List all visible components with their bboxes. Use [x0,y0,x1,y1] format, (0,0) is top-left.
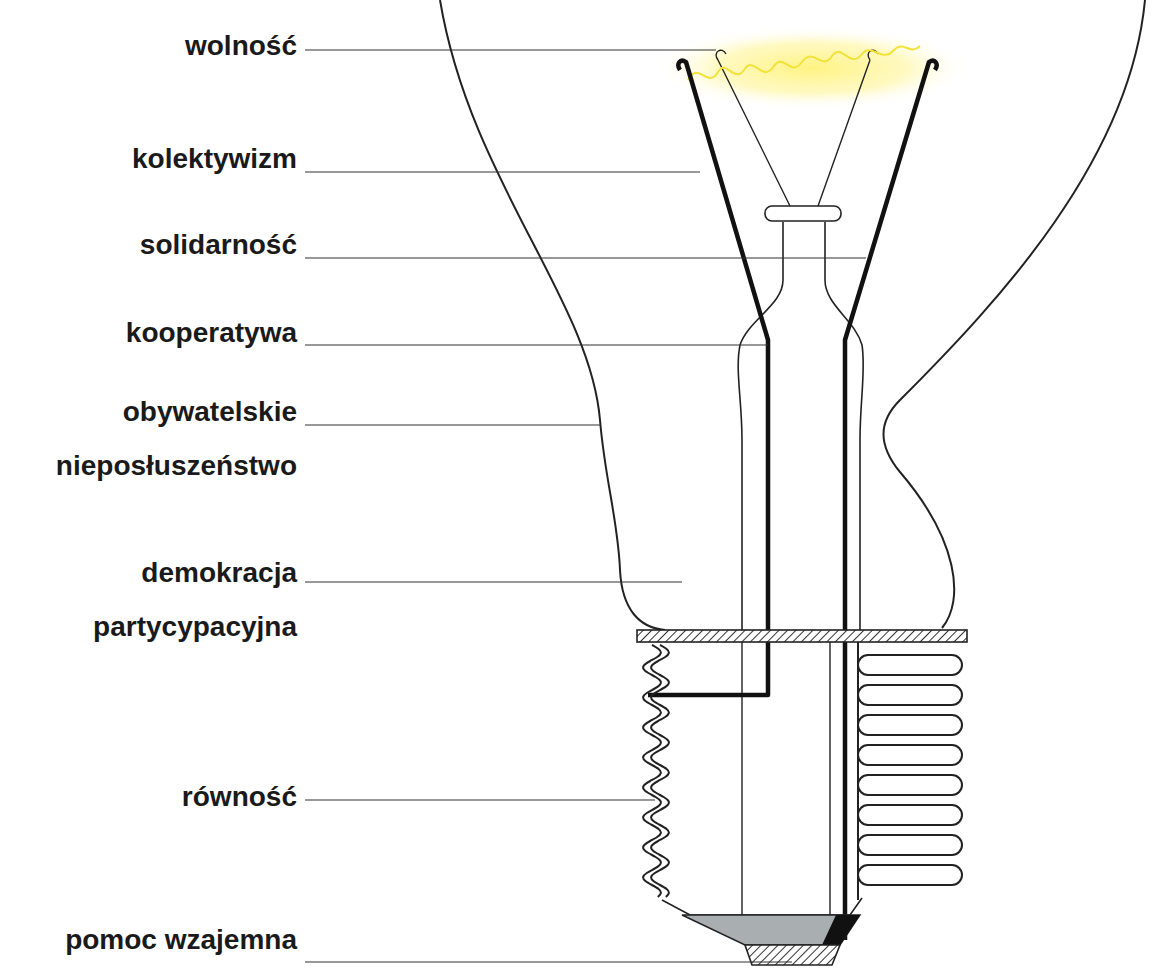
screw-thread [858,775,962,795]
screw-shell [643,645,661,897]
glass-outline [440,0,665,630]
part-label: kolektywizm [4,132,297,186]
leader-line [305,581,682,582]
leader-line [305,424,600,425]
screw-thread [858,655,962,675]
part-label: wolność [4,19,297,73]
screw-thread [858,715,962,735]
part-label: równość [4,770,297,824]
part-label: demokracja partycypacyjna [4,546,297,654]
stem-tube [741,632,742,915]
base-edge [662,898,862,915]
stem-tube [738,222,783,632]
screw-threads [643,642,962,900]
leader-line [305,171,700,172]
leader-lines [305,50,866,962]
filament [688,46,920,80]
part-label: pomoc wzajemna [4,913,297,967]
base-band [637,630,967,642]
screw-thread [858,745,962,765]
support-wire [716,50,790,206]
part-label: solidarność [4,218,297,272]
leader-line [305,49,716,50]
insulator [822,915,860,945]
part-label: obywatelskie nieposłuszeństwo [4,385,297,493]
lead-wire [648,61,768,695]
glass-outline [884,0,1146,628]
leader-line [305,344,768,345]
insulator [682,915,860,945]
stem-button [765,206,841,221]
screw-shell [857,642,859,900]
screw-thread [858,805,962,825]
filament-glow [652,26,972,110]
part-label: kooperatywa [4,306,297,360]
screw-thread [858,865,962,885]
stem-tube [829,632,830,915]
support-wire [818,50,878,206]
leader-line [305,799,655,800]
screw-thread [858,835,962,855]
screw-thread [858,685,962,705]
leader-line [305,257,866,258]
leader-line [305,961,792,962]
screw-shell [651,645,669,897]
